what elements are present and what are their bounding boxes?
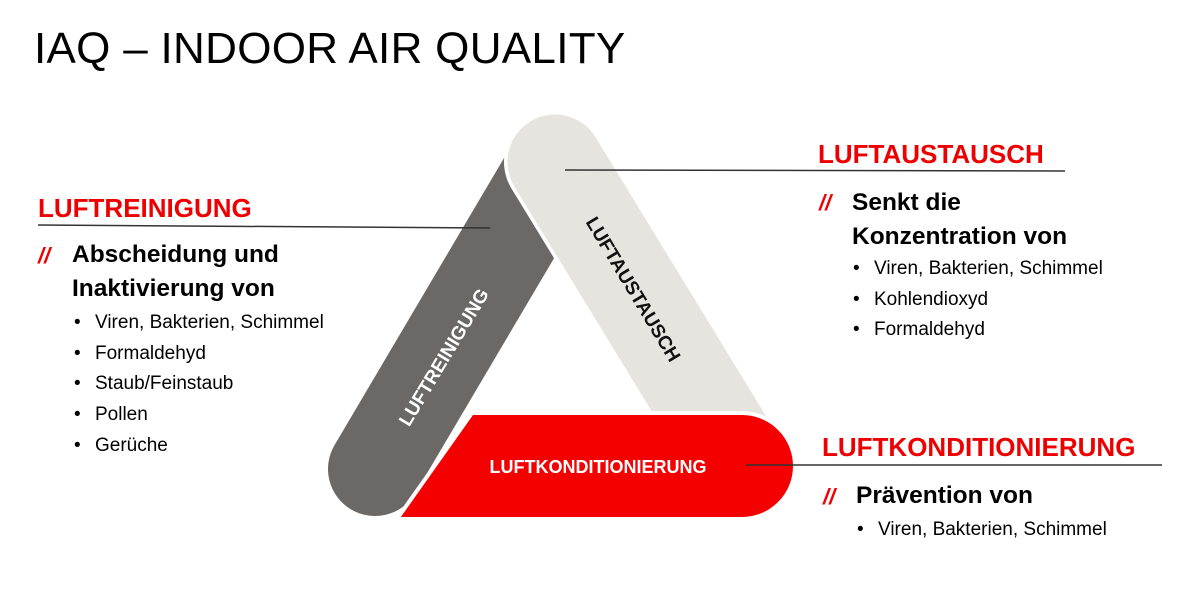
heading-line: Prävention von	[856, 482, 1033, 509]
list-item: Kohlendioxyd	[853, 285, 1103, 316]
heading-line: Inaktivierung von	[72, 275, 275, 302]
heading-line: Senkt die	[852, 189, 961, 216]
list-item: Pollen	[74, 400, 324, 431]
list-luftaustausch: Viren, Bakterien, Schimmel Kohlendioxyd …	[853, 254, 1103, 346]
heading-luftkonditionierung: Prävention von	[856, 479, 1033, 513]
list-item: Viren, Bakterien, Schimmel	[74, 308, 324, 339]
list-item: Staub/Feinstaub	[74, 369, 324, 400]
heading-luftreinigung: Abscheidung und Inaktivierung von	[72, 238, 279, 306]
section-title-luftaustausch: LUFTAUSTAUSCH	[818, 139, 1044, 169]
section-title-luftkonditionierung: LUFTKONDITIONIERUNG	[822, 432, 1136, 462]
heading-line: Konzentration von	[852, 223, 1068, 250]
list-item: Formaldehyd	[74, 339, 324, 370]
heading-luftaustausch: Senkt die Konzentration von	[852, 186, 1067, 254]
marker-luftkonditionierung: //	[823, 484, 836, 509]
band-luftaustausch: LUFTAUSTAUSCH	[504, 111, 776, 491]
page-title: IAQ – INDOOR AIR QUALITY	[34, 24, 626, 73]
band-luftkonditionierung: LUFTKONDITIONIERUNG	[393, 411, 797, 521]
section-title-luftreinigung: LUFTREINIGUNG	[38, 193, 252, 223]
band-label-luftkonditionierung: LUFTKONDITIONIERUNG	[490, 457, 707, 477]
marker-luftreinigung: //	[38, 243, 51, 268]
list-item: Viren, Bakterien, Schimmel	[857, 515, 1107, 546]
leader-line-luftreinigung	[37, 224, 491, 229]
band-luftreinigung: LUFTREINIGUNG	[325, 126, 598, 519]
list-item: Formaldehyd	[853, 315, 1103, 346]
list-luftkonditionierung: Viren, Bakterien, Schimmel	[857, 515, 1107, 546]
leader-line-luftaustausch	[564, 169, 1066, 172]
list-luftreinigung: Viren, Bakterien, Schimmel Formaldehyd S…	[74, 308, 324, 462]
list-item: Gerüche	[74, 431, 324, 462]
heading-line: Abscheidung und	[72, 241, 279, 268]
marker-luftaustausch: //	[819, 190, 832, 215]
list-item: Viren, Bakterien, Schimmel	[853, 254, 1103, 285]
